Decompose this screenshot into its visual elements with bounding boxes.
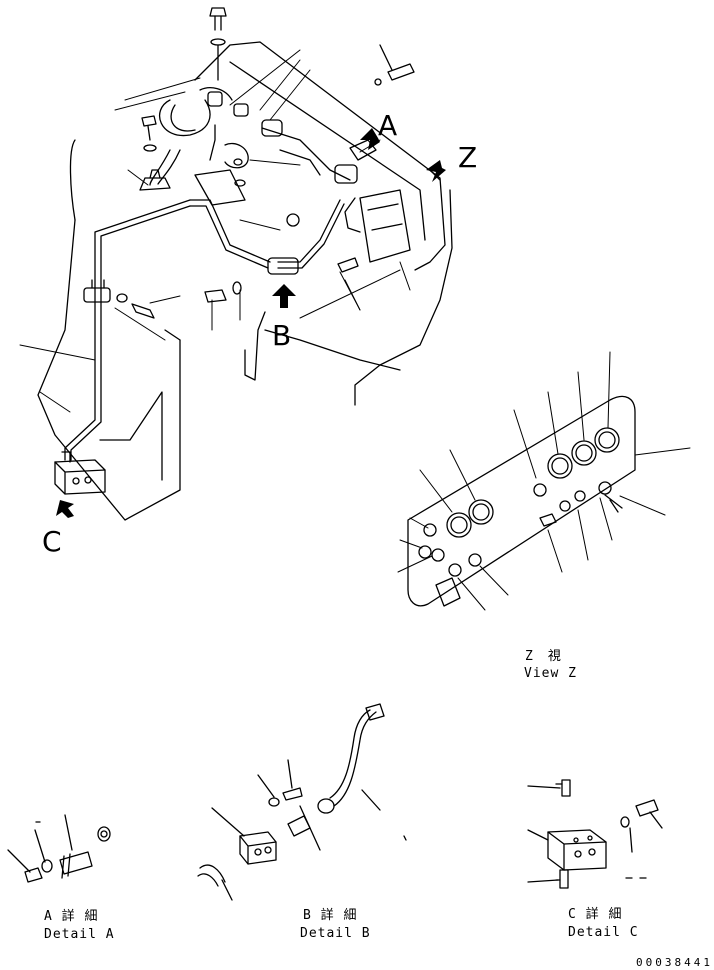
arrow-z: [426, 160, 446, 182]
label-a: A: [378, 109, 398, 142]
pipe-clip: [83, 279, 111, 303]
caption-detail-c-jp: C 詳 細: [568, 907, 623, 922]
pipe-joint: [267, 213, 300, 275]
machine-contour: [37, 139, 453, 521]
caption-detail-b-jp: B 詳 細: [303, 908, 358, 923]
pipe-line: [64, 199, 345, 461]
label-z: Z: [458, 141, 478, 174]
caption-detail-a-en: Detail A: [44, 927, 115, 942]
washer-left: [143, 144, 157, 152]
label-c: C: [42, 525, 62, 558]
detail-c-assembly: [527, 779, 663, 889]
label-b: B: [272, 319, 292, 352]
caption-view-z-jp: Z 視: [525, 649, 562, 664]
detail-b-assembly: [197, 703, 407, 901]
caption-detail-b-en: Detail B: [300, 926, 371, 941]
view-z-panel: [407, 395, 636, 607]
leader-lines-main: [19, 49, 411, 413]
arrow-a: [359, 128, 381, 153]
relay-box: [337, 189, 411, 273]
bolt-top: [209, 7, 227, 81]
drawing-code: 00038441: [636, 956, 713, 969]
arrow-c: [56, 500, 74, 518]
terminal-block-c-main: [54, 451, 106, 495]
bolt-left-1: [141, 115, 157, 141]
clamp-bracket: [194, 169, 246, 206]
bolt-upper-right: [374, 44, 415, 86]
hose-main: [149, 87, 233, 186]
connector-cluster: [207, 91, 377, 187]
bolt-pipe-clip: [116, 293, 155, 319]
caption-view-z-en: View Z: [524, 666, 577, 681]
detail-a-assembly: [7, 814, 111, 883]
arrow-b: [272, 284, 296, 308]
bolt-b: [204, 281, 242, 303]
caption-detail-c-en: Detail C: [568, 925, 639, 940]
cap-left: [139, 169, 171, 191]
leader-lines-view-z: [397, 351, 691, 611]
caption-detail-a-jp: A 詳 細: [44, 909, 99, 924]
